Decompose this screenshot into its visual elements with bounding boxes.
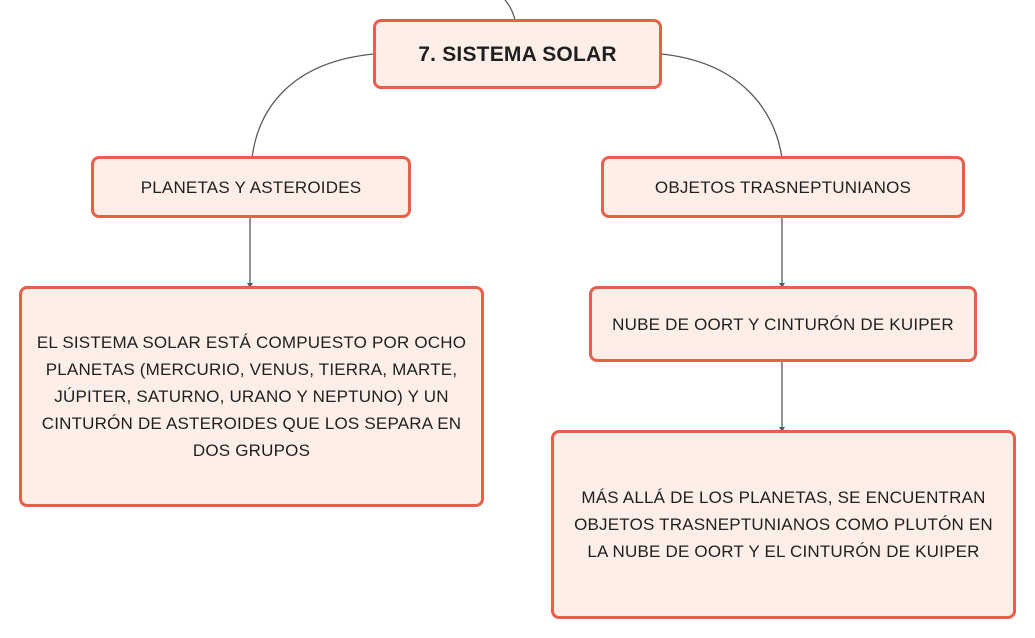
connector-parent-to-root — [504, 0, 516, 21]
right-subheading-node[interactable]: NUBE DE OORT Y CINTURÓN DE KUIPER — [589, 286, 977, 362]
right-heading-node[interactable]: OBJETOS TRASNEPTUNIANOS — [601, 156, 965, 218]
right-description-node[interactable]: MÁS ALLÁ DE LOS PLANETAS, SE ENCUENTRAN … — [551, 430, 1016, 619]
connector-root-to-right — [660, 53, 783, 159]
left-heading-text: PLANETAS Y ASTEROIDES — [140, 177, 362, 197]
left-heading-node[interactable]: PLANETAS Y ASTEROIDES — [91, 156, 411, 218]
right-heading-text: OBJETOS TRASNEPTUNIANOS — [654, 177, 912, 197]
arrowhead-right-subheading — [779, 283, 785, 288]
root-title: 7. SISTEMA SOLAR — [418, 42, 617, 66]
right-subheading-text: NUBE DE OORT Y CINTURÓN DE KUIPER — [612, 314, 954, 334]
right-description-text: MÁS ALLÁ DE LOS PLANETAS, SE ENCUENTRAN … — [574, 488, 993, 561]
left-description-node[interactable]: EL SISTEMA SOLAR ESTÁ COMPUESTO POR OCHO… — [19, 286, 484, 507]
left-description-text: EL SISTEMA SOLAR ESTÁ COMPUESTO POR OCHO… — [36, 333, 467, 460]
connector-root-to-left — [251, 53, 375, 159]
arrowhead-right-description — [779, 427, 785, 432]
root-node[interactable]: 7. SISTEMA SOLAR — [373, 19, 662, 89]
arrowhead-left-description — [247, 283, 253, 288]
